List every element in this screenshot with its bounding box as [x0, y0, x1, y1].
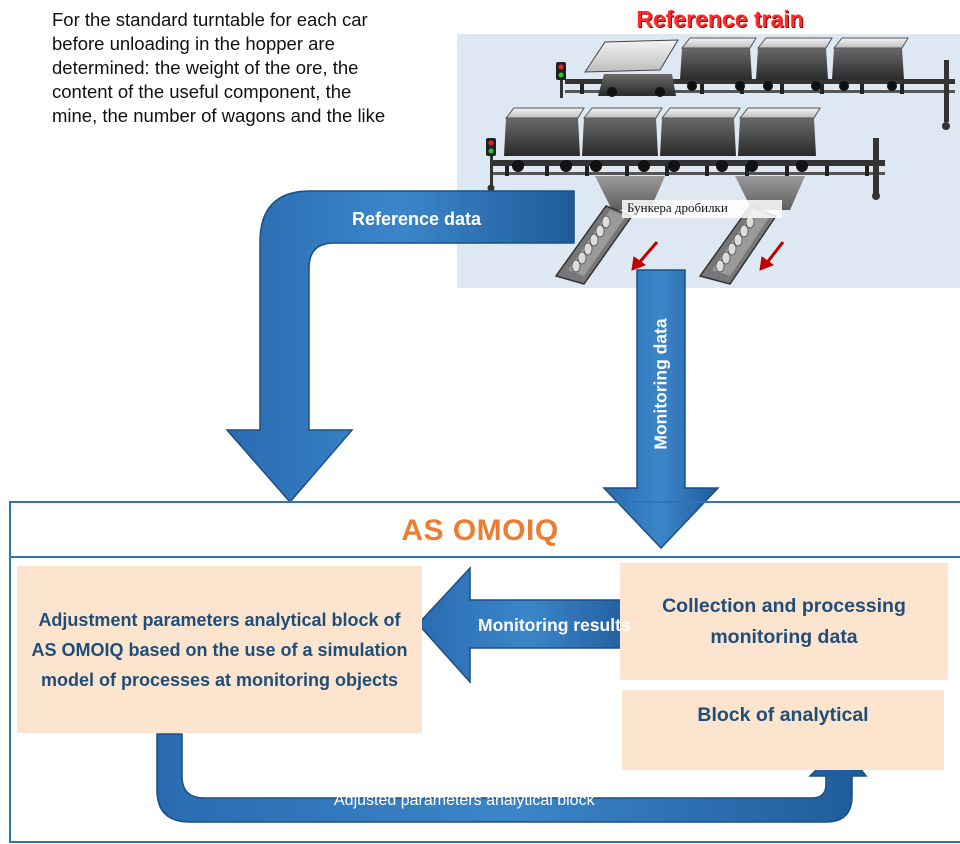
adjustment-parameters-block: Adjustment parameters analytical block o…: [17, 566, 422, 733]
monitoring-data-arrow: [602, 269, 720, 550]
conveyor-left: [554, 205, 634, 285]
signal-back: [556, 62, 566, 98]
as-omoiq-divider: [9, 556, 960, 558]
front-row-cars: [504, 107, 821, 172]
bunker-label: Бункера дробилки: [627, 200, 728, 215]
monitoring-results-arrow: [416, 566, 639, 684]
adjusted-parameters-label: Adjusted parameters analytical block: [334, 792, 595, 809]
reference-data-arrow: [225, 190, 575, 504]
monitoring-data-label: Monitoring data: [650, 318, 671, 450]
red-direction-arrows: [631, 241, 785, 271]
conveyor-right: [698, 205, 778, 285]
front-track: [490, 138, 885, 200]
intro-text: For the standard turntable for each car …: [52, 9, 386, 126]
collection-processing-block: Collection and processing monitoring dat…: [620, 563, 948, 680]
analytical-block: Block of analytical: [622, 690, 944, 770]
as-omoiq-title: AS OMOIQ: [401, 514, 559, 547]
as-omoiq-frame: [9, 501, 960, 843]
back-row-cars: [584, 37, 909, 97]
bunker-label-background: [622, 200, 782, 218]
monitoring-results-label: Monitoring results: [478, 615, 631, 635]
reference-train-title: Reference train: [636, 6, 804, 32]
reference-data-label: Reference data: [352, 209, 482, 229]
reference-train-illustration: [457, 34, 960, 288]
signal-front: [486, 138, 496, 192]
